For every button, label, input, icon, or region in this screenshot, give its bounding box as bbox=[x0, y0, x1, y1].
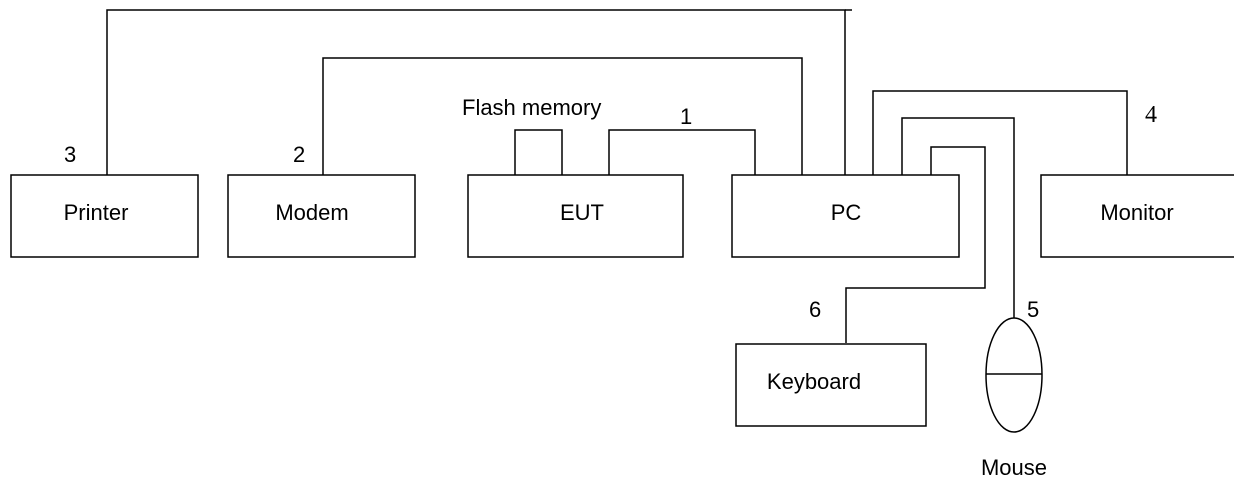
cable-number-1: 1 bbox=[680, 104, 692, 129]
flash-memory-block bbox=[514, 129, 563, 177]
cable-modem-pc bbox=[322, 57, 803, 175]
cable-number-2: 2 bbox=[293, 142, 305, 167]
pc-label: PC bbox=[831, 200, 862, 225]
cable-eut-pc bbox=[608, 129, 756, 175]
cable-pc-keyboard bbox=[845, 146, 986, 343]
cable-pc-monitor bbox=[872, 90, 1128, 175]
cable-pc-mouse bbox=[901, 117, 1015, 345]
printer-box bbox=[10, 174, 199, 258]
monitor-label: Monitor bbox=[1100, 200, 1173, 225]
keyboard-box bbox=[735, 343, 927, 427]
cable-number-4: 4 bbox=[1145, 102, 1157, 128]
eut-label: EUT bbox=[560, 200, 604, 225]
cable-number-3: 3 bbox=[64, 142, 76, 167]
modem-label: Modem bbox=[275, 200, 348, 225]
printer-label: Printer bbox=[64, 200, 129, 225]
mouse-body bbox=[985, 317, 1043, 433]
pc-box bbox=[731, 174, 960, 258]
cable-number-5: 5 bbox=[1027, 297, 1039, 322]
mouse-label: Mouse bbox=[981, 455, 1047, 480]
flash-memory-label: Flash memory bbox=[462, 95, 601, 120]
modem-box bbox=[227, 174, 416, 258]
keyboard-label: Keyboard bbox=[767, 369, 861, 394]
cable-number-6: 6 bbox=[809, 297, 821, 322]
monitor-box bbox=[1040, 174, 1234, 258]
eut-box bbox=[467, 174, 684, 258]
cable-printer-pc bbox=[106, 9, 846, 175]
